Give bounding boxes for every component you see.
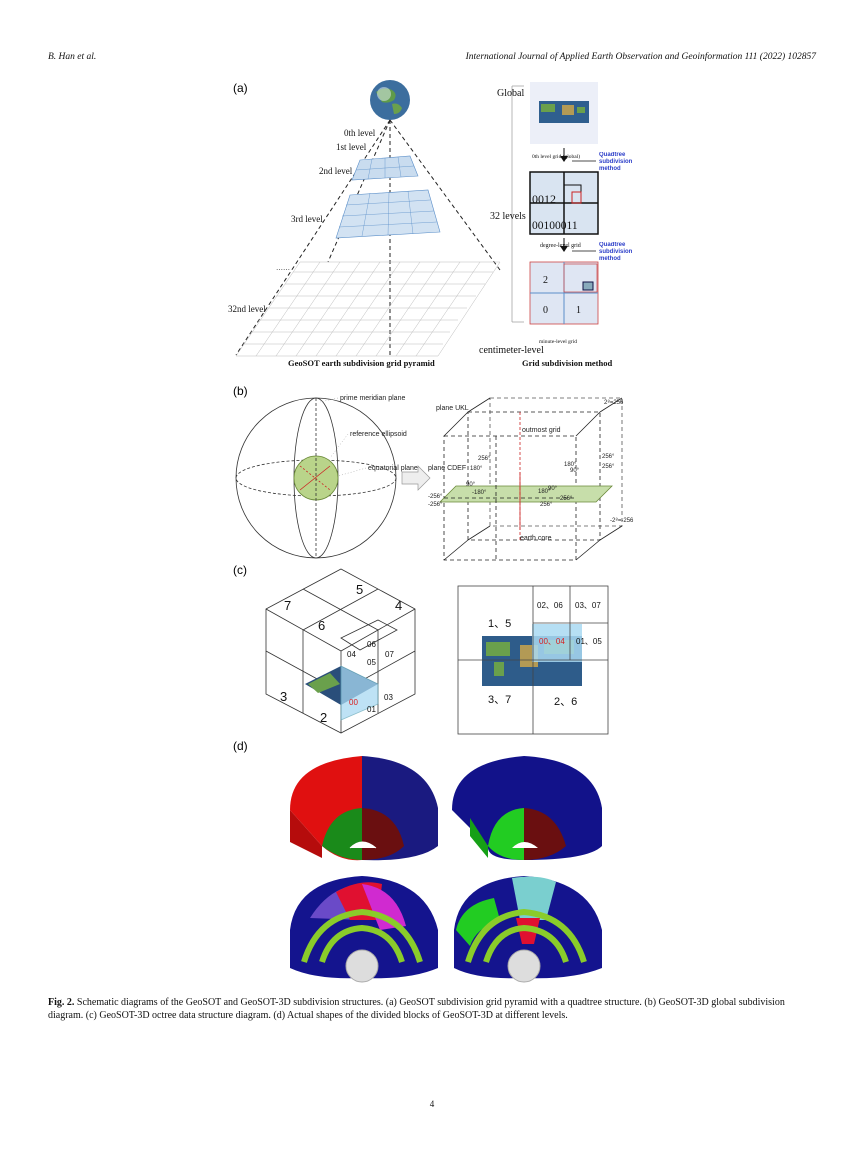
quad-label-2: 2 bbox=[543, 275, 548, 286]
octree-cube-diagram bbox=[439, 397, 623, 561]
pyramid-level-3-grid bbox=[335, 189, 441, 239]
cube-label-06: 06 bbox=[367, 640, 376, 649]
quad-label-1: 1 bbox=[576, 305, 581, 316]
centimeter-level-label: centimeter-level bbox=[479, 345, 544, 356]
prime-meridian-label: prime meridian plane bbox=[340, 395, 405, 402]
cube-label-6: 6 bbox=[318, 618, 325, 633]
earth-core-label: earth core bbox=[520, 535, 552, 542]
left-neg256-label: -256° bbox=[428, 494, 443, 500]
globe-icon bbox=[370, 80, 410, 120]
minute-grid-label: minute-level grid bbox=[539, 339, 577, 345]
panel-d-tag: (d) bbox=[233, 739, 248, 753]
bottom-neg256-label: -2⁸=-256 bbox=[610, 517, 634, 524]
cube-label-03: 03 bbox=[384, 693, 393, 702]
top-256-label: 2⁸=256 bbox=[604, 399, 624, 406]
grid-subdivision-method bbox=[511, 82, 599, 325]
grid-pyramid bbox=[235, 119, 501, 356]
cube-label-00: 00 bbox=[349, 698, 358, 707]
cube-label-01: 01 bbox=[367, 705, 376, 714]
level-ellipsis: …… bbox=[276, 264, 290, 272]
earth-sphere-diagram bbox=[235, 397, 397, 559]
cube-label-7: 7 bbox=[284, 598, 291, 613]
pyramid-caption: GeoSOT earth subdivision grid pyramid bbox=[288, 358, 435, 368]
cube-label-2: 2 bbox=[320, 710, 327, 725]
grid-label-02-06: 02、06 bbox=[537, 601, 563, 610]
reference-ellipsoid-label: reference ellipsoid bbox=[350, 431, 407, 438]
grid-label-00-04: 00、04 bbox=[539, 637, 565, 646]
pyramid-level-2-grid bbox=[351, 155, 419, 181]
panel-b-tag: (b) bbox=[233, 384, 248, 398]
cube-label-4: 4 bbox=[395, 598, 402, 613]
method-caption: Grid subdivision method bbox=[522, 358, 612, 368]
grid-label-01-05: 01、05 bbox=[576, 637, 602, 646]
octree-map-grid bbox=[457, 585, 609, 735]
grid-label-03-07: 03、07 bbox=[575, 601, 601, 610]
right-256-label-2: 256° bbox=[602, 464, 615, 470]
equatorial-plane-label: equatorial plane bbox=[368, 465, 418, 472]
grid-label-1-5: 1、5 bbox=[488, 618, 511, 630]
panel-c-tag: (c) bbox=[233, 563, 247, 577]
levels-32-label: 32 levels bbox=[490, 211, 526, 222]
figure-caption: Fig. 2. Schematic diagrams of the GeoSOT… bbox=[48, 996, 818, 1022]
left-neg180-label: -180° bbox=[472, 490, 487, 496]
plane-ukl-label: plane UKL bbox=[436, 405, 469, 412]
quadtree-method-label-2: Quadtree subdivision method bbox=[599, 242, 633, 262]
level-2-label: 2nd level bbox=[319, 166, 353, 176]
cube-label-07: 07 bbox=[385, 650, 394, 659]
right-arrow-icon bbox=[401, 465, 431, 491]
octree-hexagon-cube bbox=[265, 568, 416, 734]
code-top: 0012 bbox=[532, 192, 556, 206]
block-shape-level-4 bbox=[454, 876, 602, 983]
left-90-label: 90° bbox=[466, 482, 476, 488]
left-256-label: 256° bbox=[478, 456, 491, 462]
degree-grid-label: degree-level grid bbox=[540, 243, 581, 249]
grid0-label: 0th level grid (global) bbox=[532, 153, 580, 160]
right-90-label: 90° bbox=[570, 468, 580, 474]
running-header-journal: International Journal of Applied Earth O… bbox=[465, 52, 816, 62]
grid-label-3-7: 3、7 bbox=[488, 694, 511, 706]
panel-a-tag: (a) bbox=[233, 81, 248, 95]
page-number: 4 bbox=[429, 1099, 435, 1109]
left-neg256-label-2: -256° bbox=[428, 502, 443, 508]
plane-cdef-label: plane CDEF bbox=[428, 465, 466, 472]
quad-label-0: 0 bbox=[543, 305, 548, 316]
code-bottom: 00100011 bbox=[532, 220, 578, 232]
cube-label-5: 5 bbox=[356, 582, 363, 597]
running-header-authors: B. Han et al. bbox=[48, 52, 97, 62]
cube-label-05: 05 bbox=[367, 658, 376, 667]
figure-caption-text: Schematic diagrams of the GeoSOT and Geo… bbox=[48, 997, 785, 1021]
left-180-label: 180° bbox=[470, 466, 483, 472]
block-shape-level-1 bbox=[290, 756, 438, 861]
grid-label-2-6: 2、6 bbox=[554, 696, 577, 708]
cube-label-04: 04 bbox=[347, 650, 356, 659]
block-shape-level-2 bbox=[452, 756, 602, 860]
cube-label-3: 3 bbox=[280, 689, 287, 704]
right-256-mid-label: 256° bbox=[560, 496, 573, 502]
level-0-label: 0th level bbox=[344, 128, 376, 138]
level-1-label: 1st level bbox=[336, 142, 367, 152]
figure-label: Fig. 2. bbox=[48, 997, 75, 1008]
block-shape-level-3 bbox=[290, 876, 438, 983]
global-label: Global bbox=[497, 88, 524, 99]
center-256-label: 256° bbox=[540, 502, 553, 508]
center-180-label: 180° bbox=[538, 489, 551, 495]
level-32-label: 32nd level bbox=[228, 304, 266, 314]
right-256-label: 256° bbox=[602, 454, 615, 460]
level-3-label: 3rd level bbox=[291, 214, 323, 224]
outmost-grid-label: outmost grid bbox=[522, 427, 561, 434]
pyramid-level-32-grid bbox=[235, 261, 501, 357]
center-90-label: 90° bbox=[548, 486, 558, 492]
quadtree-method-label-1: Quadtree subdivision method bbox=[599, 152, 633, 172]
right-180-label: 180° bbox=[564, 462, 577, 468]
